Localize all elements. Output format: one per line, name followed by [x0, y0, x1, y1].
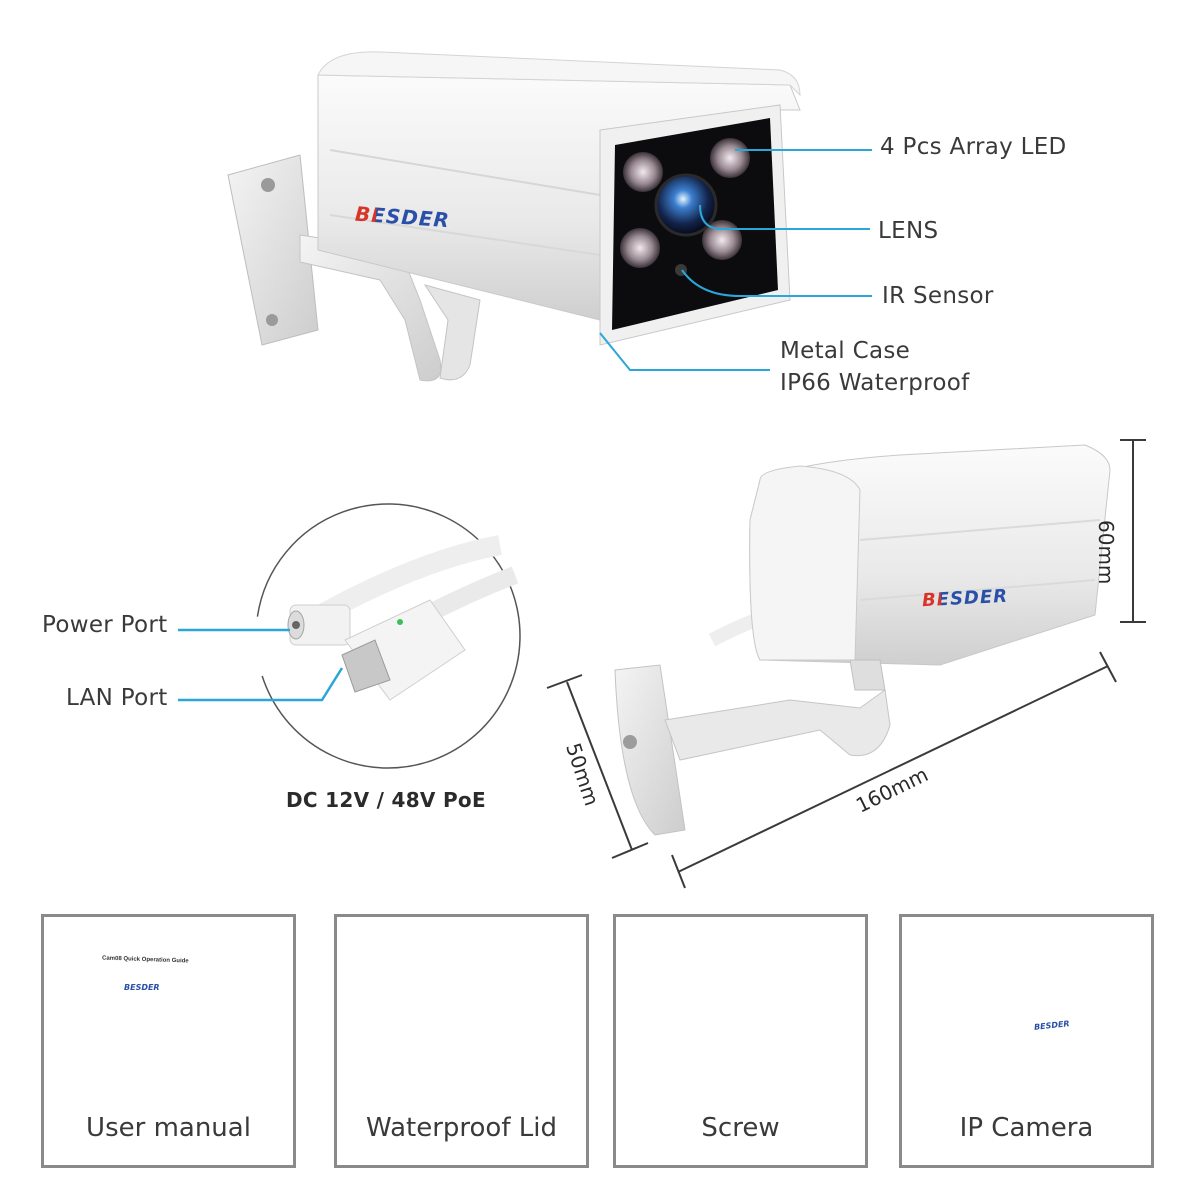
user-manual-label: User manual: [86, 1113, 251, 1143]
manual-title: Cam08 Quick Operation Guide: [101, 955, 189, 965]
mini-camera-logo: BESDER: [1033, 1019, 1070, 1032]
side-camera: [614, 444, 1111, 836]
manual-logo: BESDER: [124, 983, 160, 992]
callout-lens: LENS: [878, 218, 939, 244]
callout-led: 4 Pcs Array LED: [880, 134, 1067, 160]
port-callout-lines: [178, 628, 344, 702]
brand-logo-side: BESDER: [921, 585, 1009, 612]
lan-port-label: LAN Port: [66, 685, 168, 711]
power-spec-caption: DC 12V / 48V PoE: [286, 788, 486, 812]
package-item-waterproof-lid: Waterproof Lid: [334, 914, 589, 1168]
callout-lines: [599, 149, 872, 371]
power-port-label: Power Port: [42, 612, 168, 638]
ports-illustration: [255, 503, 521, 769]
package-item-ip-camera: BESDER IP Camera: [899, 914, 1154, 1168]
ip-camera-label: IP Camera: [959, 1113, 1094, 1143]
dimension-lines: [546, 439, 1146, 889]
screw-label: Screw: [701, 1113, 780, 1143]
top-camera: [227, 51, 801, 382]
callout-waterproof: IP66 Waterproof: [780, 370, 970, 396]
package-item-screw: Screw: [613, 914, 868, 1168]
callout-ir-sensor: IR Sensor: [882, 283, 994, 309]
callout-metal-case: Metal Case: [780, 338, 911, 364]
waterproof-lid-label: Waterproof Lid: [366, 1113, 557, 1143]
dimension-height: 60mm: [1094, 520, 1118, 585]
package-item-user-manual: Cam08 Quick Operation Guide BESDER User …: [41, 914, 296, 1168]
